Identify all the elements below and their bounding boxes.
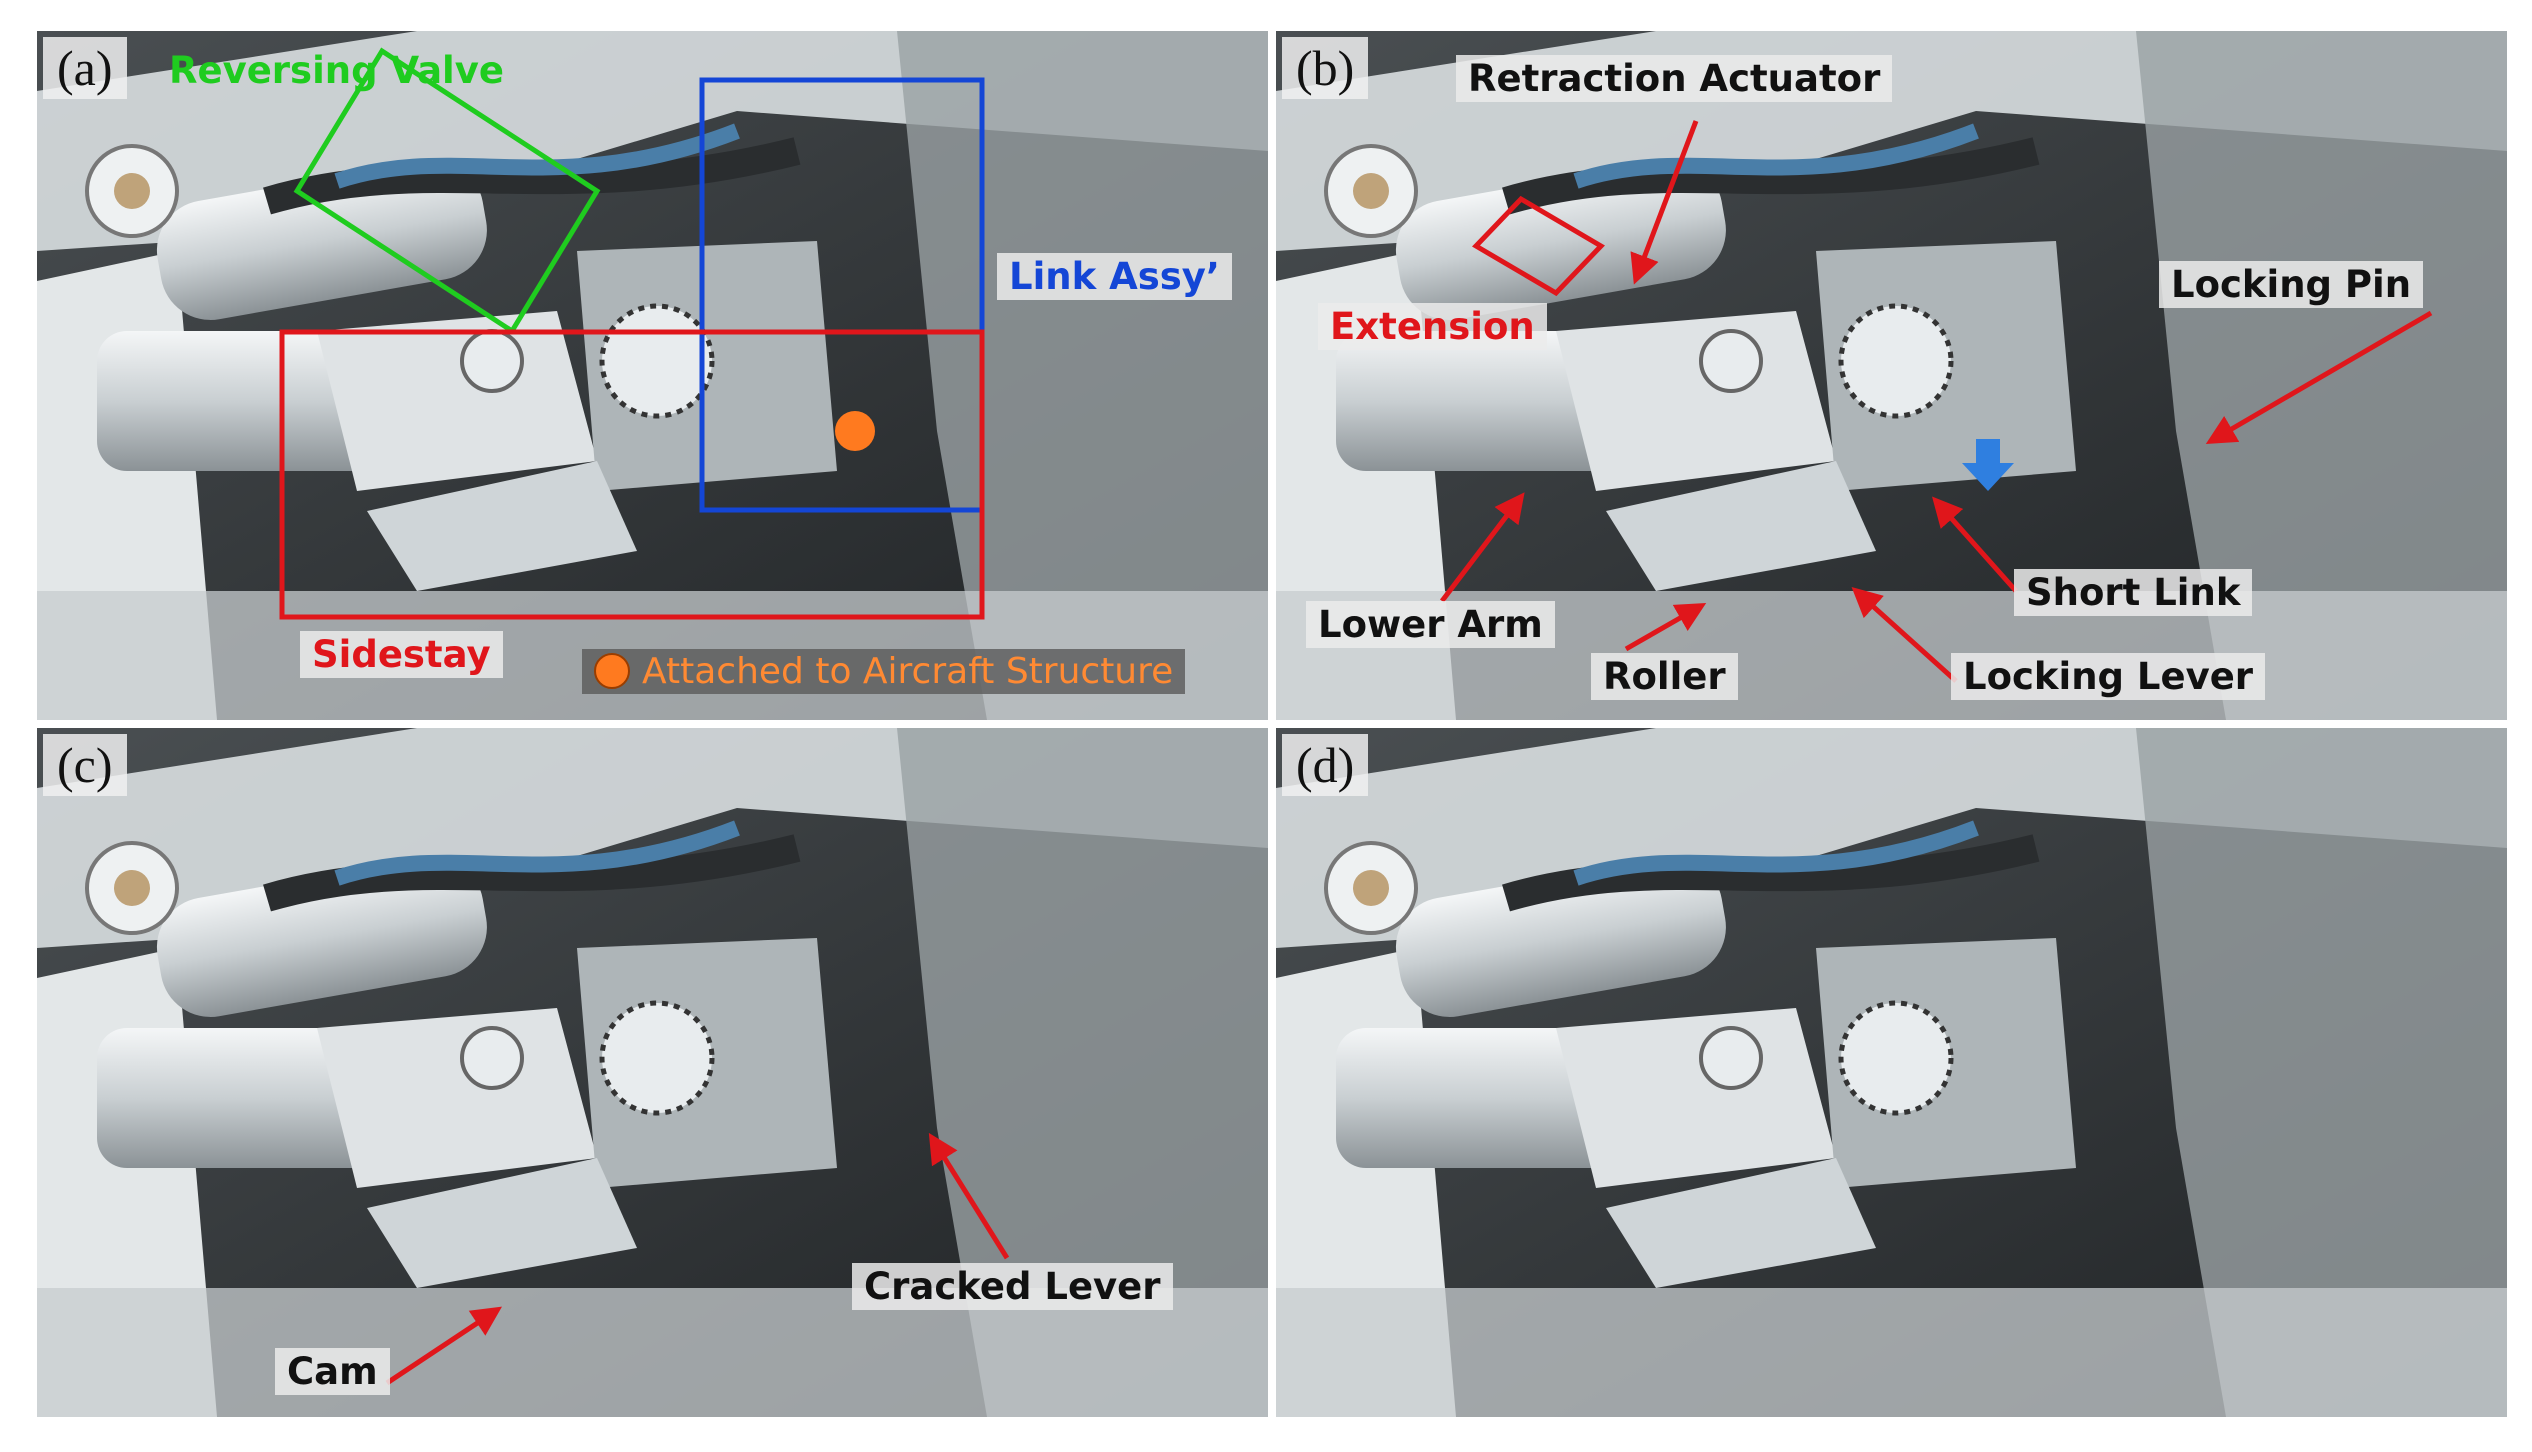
orange-dot-icon <box>594 653 630 689</box>
arrow-lower-arm <box>1440 492 1525 603</box>
arrow-roller <box>1624 603 1707 652</box>
label-locking-pin: Locking Pin <box>2159 261 2424 308</box>
label-short-link: Short Link <box>2014 569 2253 616</box>
extension-box <box>1472 195 1605 297</box>
arrow-short-link <box>1932 496 2018 593</box>
down-arrow-icon <box>1962 439 2014 491</box>
attachment-point-marker <box>835 411 875 451</box>
link-assy-box <box>699 77 985 513</box>
panel-c-annotations <box>385 1132 1010 1386</box>
label-attached: Attached to Aircraft Structure <box>582 649 1186 694</box>
label-link-assy: Link Assy’ <box>997 253 1232 300</box>
label-cam: Cam <box>275 1348 390 1395</box>
label-extension: Extension <box>1318 303 1547 350</box>
panel-letter-b: (b) <box>1282 37 1369 99</box>
sidestay-box <box>279 329 985 620</box>
reversing-valve-box <box>293 47 601 335</box>
arrow-cam <box>385 1306 502 1386</box>
arrow-cracked-lever <box>928 1132 1010 1260</box>
label-sidestay: Sidestay <box>300 631 503 678</box>
label-cracked-lever: Cracked Lever <box>852 1263 1173 1310</box>
arrow-locking-pin <box>2205 310 2433 445</box>
label-locking-lever: Locking Lever <box>1951 653 2266 700</box>
panel-b-annotations <box>1440 120 2433 683</box>
arrow-retraction-actuator <box>1630 120 1699 285</box>
panel-letter-c: (c) <box>43 734 127 796</box>
panel-letter-a: (a) <box>43 37 127 99</box>
label-lower-arm: Lower Arm <box>1306 601 1555 648</box>
label-roller: Roller <box>1591 653 1738 700</box>
arrow-locking-lever <box>1851 586 1958 683</box>
panel-a: (a) Reversing Valve Link Assy’ Sidestay … <box>37 31 1268 720</box>
label-retraction-actuator: Retraction Actuator <box>1456 55 1893 102</box>
panel-d-photo <box>1276 728 2507 1417</box>
panel-b: (b) Retraction Actuator Extension Lockin… <box>1276 31 2507 720</box>
panel-letter-d: (d) <box>1282 734 1369 796</box>
panel-d: (d) <box>1276 728 2507 1417</box>
label-attached-text: Attached to Aircraft Structure <box>642 651 1174 692</box>
label-reversing-valve: Reversing Valve <box>169 49 504 92</box>
panel-c: (c) Cracked Lever Cam <box>37 728 1268 1417</box>
panel-a-annotations <box>279 47 985 620</box>
